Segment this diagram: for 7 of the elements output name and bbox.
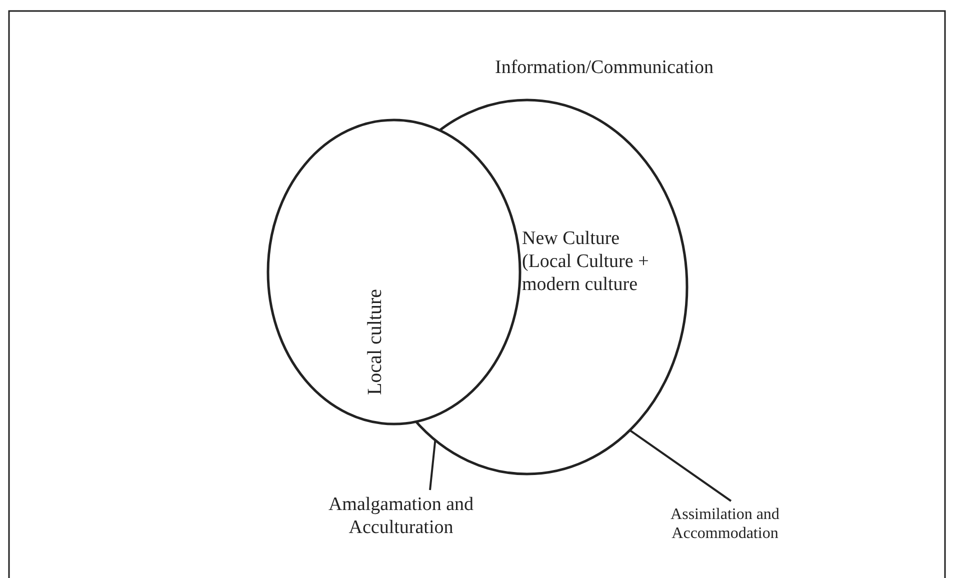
callout-text: Amalgamation and Acculturation [327,494,475,540]
circle-label: New Culture (Local Culture + modern culture [522,228,650,296]
circle-label: Local culture [363,288,388,396]
callout-text: Assimilation and Accommodation [670,505,780,544]
leader-line [629,429,732,502]
leader-line [429,440,436,490]
heading-text: Information/Communication [495,57,714,80]
